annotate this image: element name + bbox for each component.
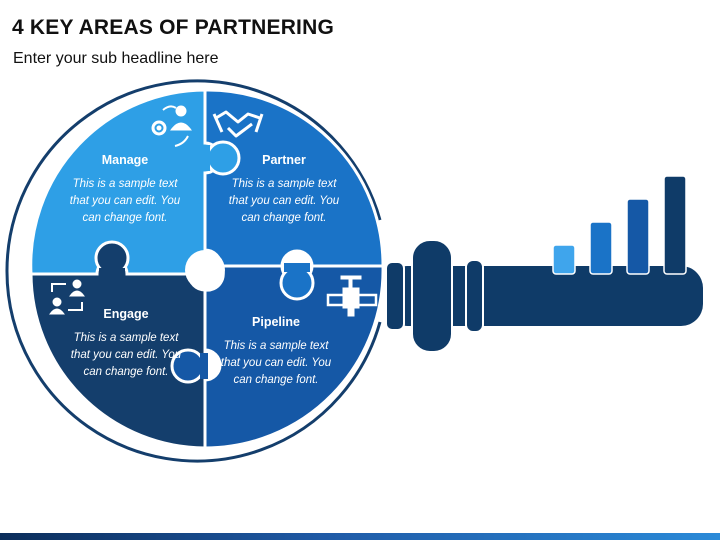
- bar-group: [552, 175, 687, 275]
- gear-person-icon: [151, 105, 192, 147]
- people-exchange-icon: [49, 279, 85, 315]
- handle-ring-small: [385, 261, 405, 331]
- engage-text: This is a sample text that you can edit.…: [70, 332, 182, 378]
- bar-4: [663, 175, 687, 275]
- slide-subtitle: Enter your sub headline here: [13, 50, 219, 67]
- partner-label: Partner: [262, 153, 306, 167]
- bar-3: [626, 198, 650, 275]
- handshake-icon: [212, 110, 264, 138]
- pipeline-label: Pipeline: [252, 315, 300, 329]
- partner-text: This is a sample text that you can edit.…: [228, 178, 340, 224]
- manage-text: This is a sample text that you can edit.…: [69, 178, 181, 224]
- handle-shaft: [385, 266, 703, 326]
- pipe-valve-icon: [326, 275, 378, 317]
- engage-label: Engage: [103, 307, 149, 321]
- handle-ring: [465, 259, 484, 333]
- footer-accent-bar: [0, 533, 720, 540]
- bar-2: [589, 221, 613, 275]
- bar-1: [552, 244, 576, 275]
- handle-collar: [411, 239, 453, 353]
- center-hole: [185, 250, 225, 290]
- outer-ring-arc: [5, 79, 382, 463]
- pipeline-text: This is a sample text that you can edit.…: [220, 340, 332, 386]
- slide-title: 4 KEY AREAS OF PARTNERING: [12, 16, 334, 39]
- manage-label: Manage: [101, 153, 149, 167]
